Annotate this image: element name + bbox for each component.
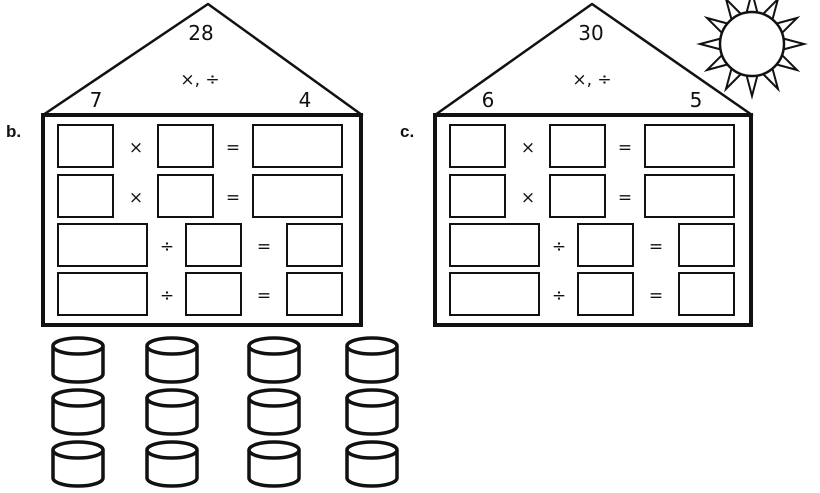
house-c-right-number: 5 (690, 88, 703, 112)
house-c-row1-equals: = (618, 138, 632, 158)
cylinder-counter-icon (249, 338, 299, 382)
sun-icon (700, 0, 804, 96)
fact-family-house-c: 30 ×, ÷ 6 5 c. × = × = ÷ = ÷ = (400, 4, 752, 325)
house-b-row1-answer-box[interactable] (253, 125, 342, 167)
house-b-row4-equals: = (257, 286, 271, 306)
cylinder-counter-icon (147, 442, 197, 486)
house-b-row3-operator: ÷ (160, 237, 174, 257)
house-c-row2-answer-box[interactable] (645, 175, 734, 217)
house-c-row4-equals: = (649, 286, 663, 306)
house-c-row4-divisor-box[interactable] (578, 273, 633, 315)
house-b-row1-equals: = (226, 138, 240, 158)
cylinder-counter-icon (347, 390, 397, 434)
sun-ray (747, 76, 758, 97)
house-c-row3-equals: = (649, 237, 663, 257)
house-b-row1-factor1-box[interactable] (58, 125, 113, 167)
house-c-row3-divisor-box[interactable] (578, 224, 633, 266)
sun-ray (700, 39, 721, 50)
house-b-top-number: 28 (188, 21, 213, 45)
house-c-row1-operator: × (521, 138, 535, 158)
house-b-row4-dividend-box[interactable] (58, 273, 147, 315)
house-b-row2-factor2-box[interactable] (158, 175, 213, 217)
house-b-row2-answer-box[interactable] (253, 175, 342, 217)
house-b-row3-quotient-box[interactable] (287, 224, 342, 266)
house-c-row2-operator: × (521, 188, 535, 208)
sun-ray (747, 0, 758, 13)
cylinder-counter-icon (53, 338, 103, 382)
house-c-row2-factor1-box[interactable] (450, 175, 505, 217)
house-b-operations: ×, ÷ (180, 70, 219, 90)
house-b-row1-operator: × (129, 138, 143, 158)
house-b-row4-divisor-box[interactable] (186, 273, 241, 315)
cylinder-counter-icon (147, 390, 197, 434)
house-b-row2-operator: × (129, 188, 143, 208)
house-c-row2-equals: = (618, 188, 632, 208)
house-b-row3-equals: = (257, 237, 271, 257)
house-b-row3-divisor-box[interactable] (186, 224, 241, 266)
house-c-row3-operator: ÷ (552, 237, 566, 257)
cylinder-counter-icon (249, 442, 299, 486)
house-c-left-number: 6 (482, 88, 495, 112)
cylinder-counter-icon (249, 390, 299, 434)
house-b-right-number: 4 (299, 88, 312, 112)
sun-disc (720, 12, 784, 76)
house-c-top-number: 30 (578, 21, 603, 45)
house-c-row1-factor2-box[interactable] (550, 125, 605, 167)
cylinder-counter-icon (147, 338, 197, 382)
cylinder-counter-icon (53, 390, 103, 434)
house-c-row4-dividend-box[interactable] (450, 273, 539, 315)
house-b-row3-dividend-box[interactable] (58, 224, 147, 266)
house-b-row4-operator: ÷ (160, 286, 174, 306)
house-b-row1-factor2-box[interactable] (158, 125, 213, 167)
house-c-row4-operator: ÷ (552, 286, 566, 306)
house-b-row2-factor1-box[interactable] (58, 175, 113, 217)
house-c-row3-dividend-box[interactable] (450, 224, 539, 266)
cylinder-counter-icon (347, 338, 397, 382)
house-c-row4-quotient-box[interactable] (679, 273, 734, 315)
house-b-row2-equals: = (226, 188, 240, 208)
house-b-left-number: 7 (90, 88, 103, 112)
house-c-row1-factor1-box[interactable] (450, 125, 505, 167)
fact-family-house-b: 28 ×, ÷ 7 4 b. × = × = ÷ = ÷ = (6, 4, 362, 325)
house-c-part-label: c. (400, 122, 414, 141)
house-c-row3-quotient-box[interactable] (679, 224, 734, 266)
house-c-operations: ×, ÷ (572, 70, 611, 90)
house-c-row1-answer-box[interactable] (645, 125, 734, 167)
house-b-row4-quotient-box[interactable] (287, 273, 342, 315)
counter-grid (53, 338, 397, 486)
house-b-part-label: b. (6, 122, 21, 141)
cylinder-counter-icon (53, 442, 103, 486)
cylinder-counter-icon (347, 442, 397, 486)
sun-ray (784, 39, 805, 50)
house-c-row2-factor2-box[interactable] (550, 175, 605, 217)
